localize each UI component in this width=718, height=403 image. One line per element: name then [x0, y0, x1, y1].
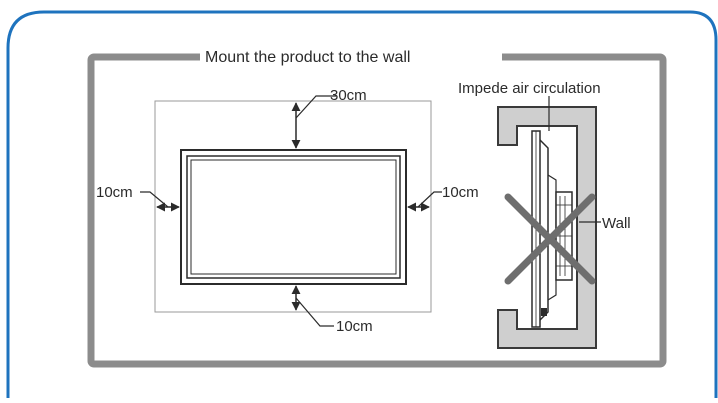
- wall-label: Wall: [602, 215, 631, 232]
- clearance-left: 10cm: [96, 184, 180, 212]
- wall-niche: [497, 106, 597, 349]
- frame-title: Mount the product to the wall: [205, 49, 410, 66]
- tv-front-view: [180, 149, 407, 285]
- air-circulation-callout: Impede air circulation: [458, 80, 601, 131]
- clearance-zone: [154, 100, 432, 313]
- clearance-right-label: 10cm: [442, 184, 479, 201]
- clearance-left-label: 10cm: [96, 184, 133, 201]
- frame-title-backing: [200, 45, 502, 69]
- prohibited-cross: [504, 193, 596, 285]
- clearance-bottom: 10cm: [291, 285, 373, 335]
- clearance-top-label: 30cm: [330, 87, 367, 104]
- clearance-right: 10cm: [407, 184, 479, 212]
- clearance-bottom-label: 10cm: [336, 318, 373, 335]
- clearance-top: 30cm: [291, 87, 367, 149]
- wall-callout: Wall: [579, 215, 631, 232]
- air-circulation-label: Impede air circulation: [458, 80, 601, 97]
